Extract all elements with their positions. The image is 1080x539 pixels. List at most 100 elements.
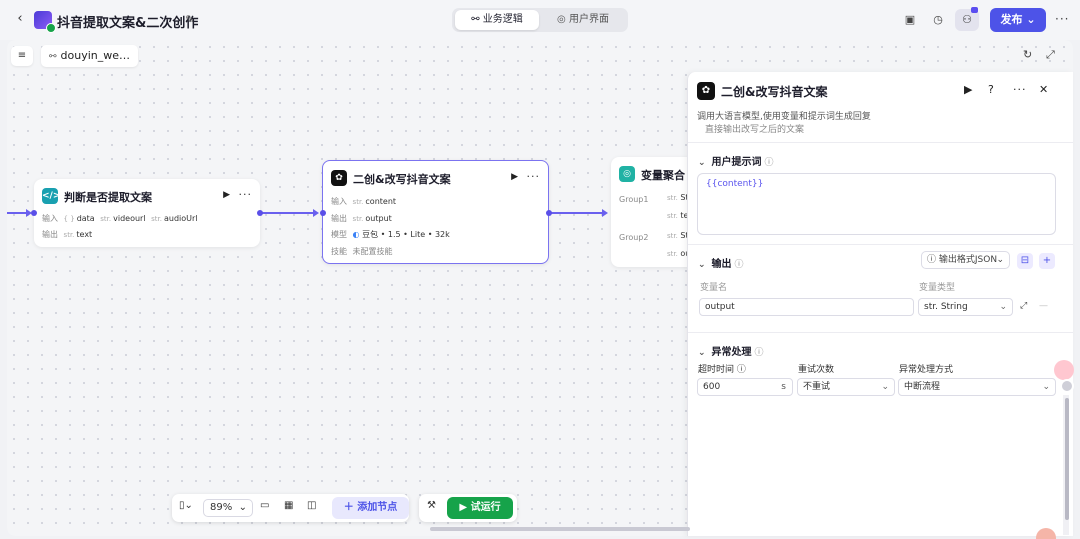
app-logo-icon (34, 11, 56, 33)
chevron-down-icon: ⌄ (1042, 382, 1050, 392)
expand-icon[interactable]: ⤢ (1020, 301, 1028, 311)
comment-icon[interactable]: ▭ (260, 500, 270, 511)
play-icon[interactable]: ▶ (223, 190, 230, 200)
node-header: ◎ 变量聚合 (619, 164, 693, 184)
play-icon[interactable]: ▶ (511, 172, 518, 182)
close-icon[interactable]: ✕ (1039, 83, 1049, 96)
panel-title[interactable]: 二创&改写抖音文案 (721, 85, 828, 99)
import-icon[interactable]: ⊟ (1017, 253, 1033, 269)
add-node-button[interactable]: ＋ 添加节点 (332, 497, 409, 519)
chevron-down-icon: ⌄ (999, 302, 1007, 312)
app-title: 抖音提取文案&二次创作 (57, 16, 199, 31)
plus-icon: ＋ (343, 502, 358, 513)
llm-icon: ✿ (331, 170, 347, 186)
llm-icon: ✿ (697, 82, 715, 100)
retry-select[interactable]: 不重试⌄ (797, 378, 895, 396)
assistant-avatar[interactable] (1054, 360, 1074, 380)
edit-title-icon[interactable]: ✎ (185, 13, 195, 26)
info-icon: ⓘ (754, 348, 764, 358)
canvas-horizontal-scrollbar[interactable] (430, 527, 690, 531)
node-outputs-row: 输出 str.output (331, 214, 392, 223)
chevron-down-icon: ⌄ (1026, 13, 1036, 26)
output-var-name-input[interactable]: output (699, 298, 914, 316)
remove-icon[interactable]: — (1039, 301, 1048, 311)
test-run-button[interactable]: ▶ 试运行 (447, 497, 513, 519)
info-icon: ⓘ (927, 255, 939, 265)
exception-mode-label: 异常处理方式 (899, 365, 954, 375)
output-format-select[interactable]: ⓘ 输出格式JSON⌄ (921, 251, 1010, 269)
column-var-name: 变量名 (700, 283, 728, 293)
layout-icon[interactable]: ▣ (904, 13, 916, 26)
chevron-down-icon: ⌄ (698, 158, 706, 168)
tab-user-interface[interactable]: ◎ 用户界面 (557, 14, 609, 25)
output-var-type-select[interactable]: str. String⌄ (918, 298, 1013, 316)
panel-description: 调用大语言模型,使用变量和提示词生成回复 (697, 112, 871, 122)
tab-business-logic[interactable]: ⚯ 业务逻辑 (455, 10, 539, 30)
aggregate-icon: ◎ (619, 166, 635, 182)
play-icon: ▶ (459, 502, 471, 513)
wrench-icon[interactable]: ⚒ (427, 500, 436, 511)
panel-scrollbar-thumb[interactable] (1065, 398, 1069, 520)
collaborators-button[interactable]: ⚇ (955, 7, 979, 31)
divider (688, 142, 1073, 143)
node-variable-aggregate[interactable]: ◎ 变量聚合 Group1 str. St str. te Group2 str… (611, 157, 701, 267)
more-icon[interactable]: ··· (1013, 83, 1027, 96)
param-tag: str.output (352, 214, 392, 223)
param-tag: { }data (63, 214, 95, 223)
refresh-icon[interactable]: ↻ (1023, 48, 1033, 61)
param-tag: str.content (352, 197, 397, 206)
history-icon[interactable]: ◷ (933, 13, 943, 26)
user-avatar[interactable] (1036, 528, 1056, 539)
published-check-icon (46, 23, 56, 33)
group1-label: Group1 (619, 195, 649, 204)
input-port[interactable] (31, 210, 37, 216)
grid-layout-icon[interactable]: ▦ (284, 500, 294, 511)
node-inputs-row: 输入 { }data str.videourl str.audioUrl (42, 214, 198, 223)
mouse-mode-icon[interactable]: ▯⌄ (179, 500, 193, 511)
back-arrow-icon[interactable]: ‹ (17, 11, 23, 26)
user-prompt-editor[interactable]: {{content}} (697, 173, 1056, 235)
info-icon: ⓘ (764, 158, 774, 168)
system-prompt-tail: 直接输出改写之后的文案 (705, 125, 805, 135)
outline-toggle-icon[interactable]: ≡ (11, 46, 33, 66)
assistant-toggle-icon[interactable] (1060, 379, 1074, 393)
exception-mode-select[interactable]: 中断流程⌄ (898, 378, 1056, 396)
more-icon[interactable]: ··· (238, 188, 252, 201)
code-icon: </> (42, 188, 60, 204)
node-header: ✿ 二创&改写抖音文案 ▶ ··· (331, 168, 540, 188)
more-icon[interactable]: ··· (526, 170, 540, 183)
minimap-icon[interactable]: ◫ (307, 500, 317, 511)
node-judge-extract[interactable]: </> 判断是否提取文案 ▶ ··· 输入 { }data str.videou… (34, 179, 260, 247)
help-icon[interactable]: ? (988, 83, 994, 96)
more-options-icon[interactable]: ··· (1055, 12, 1070, 26)
divider (688, 332, 1073, 333)
node-outputs-row: 输出 str.text (42, 230, 93, 239)
info-icon: ⓘ (734, 260, 744, 270)
workflow-icon: ⚯ (471, 14, 483, 25)
edge-in (7, 212, 29, 214)
retry-label: 重试次数 (798, 365, 835, 375)
play-icon[interactable]: ▶ (964, 83, 973, 96)
group2-label: Group2 (619, 233, 649, 242)
node-rewrite-llm[interactable]: ✿ 二创&改写抖音文案 ▶ ··· 输入 str.content 输出 str.… (322, 160, 549, 264)
node-model-row: 模型 ◐ 豆包 • 1.5 • Lite • 32k (331, 230, 450, 239)
info-icon: ⓘ (736, 365, 746, 375)
workflow-icon: ⚯ (49, 52, 57, 62)
output-port[interactable] (546, 210, 552, 216)
chevron-down-icon: ⌄ (698, 348, 706, 358)
edge-judge-rewrite (262, 212, 316, 214)
output-port[interactable] (257, 210, 263, 216)
node-config-panel: ✿ 二创&改写抖音文案 ▶ ? ··· ✕ 调用大语言模型,使用变量和提示词生成… (687, 72, 1073, 536)
zoom-select[interactable]: 89%⌄ (203, 499, 253, 517)
expand-icon[interactable]: ⤢ (1046, 48, 1055, 61)
add-output-icon[interactable]: + (1039, 253, 1055, 269)
workflow-name-chip[interactable]: ⚯douyin_we… (41, 45, 139, 67)
input-port[interactable] (320, 210, 326, 216)
divider (688, 244, 1073, 245)
chevron-down-icon: ⌄ (698, 260, 706, 270)
publish-button[interactable]: 发布 ⌄ (990, 8, 1046, 32)
